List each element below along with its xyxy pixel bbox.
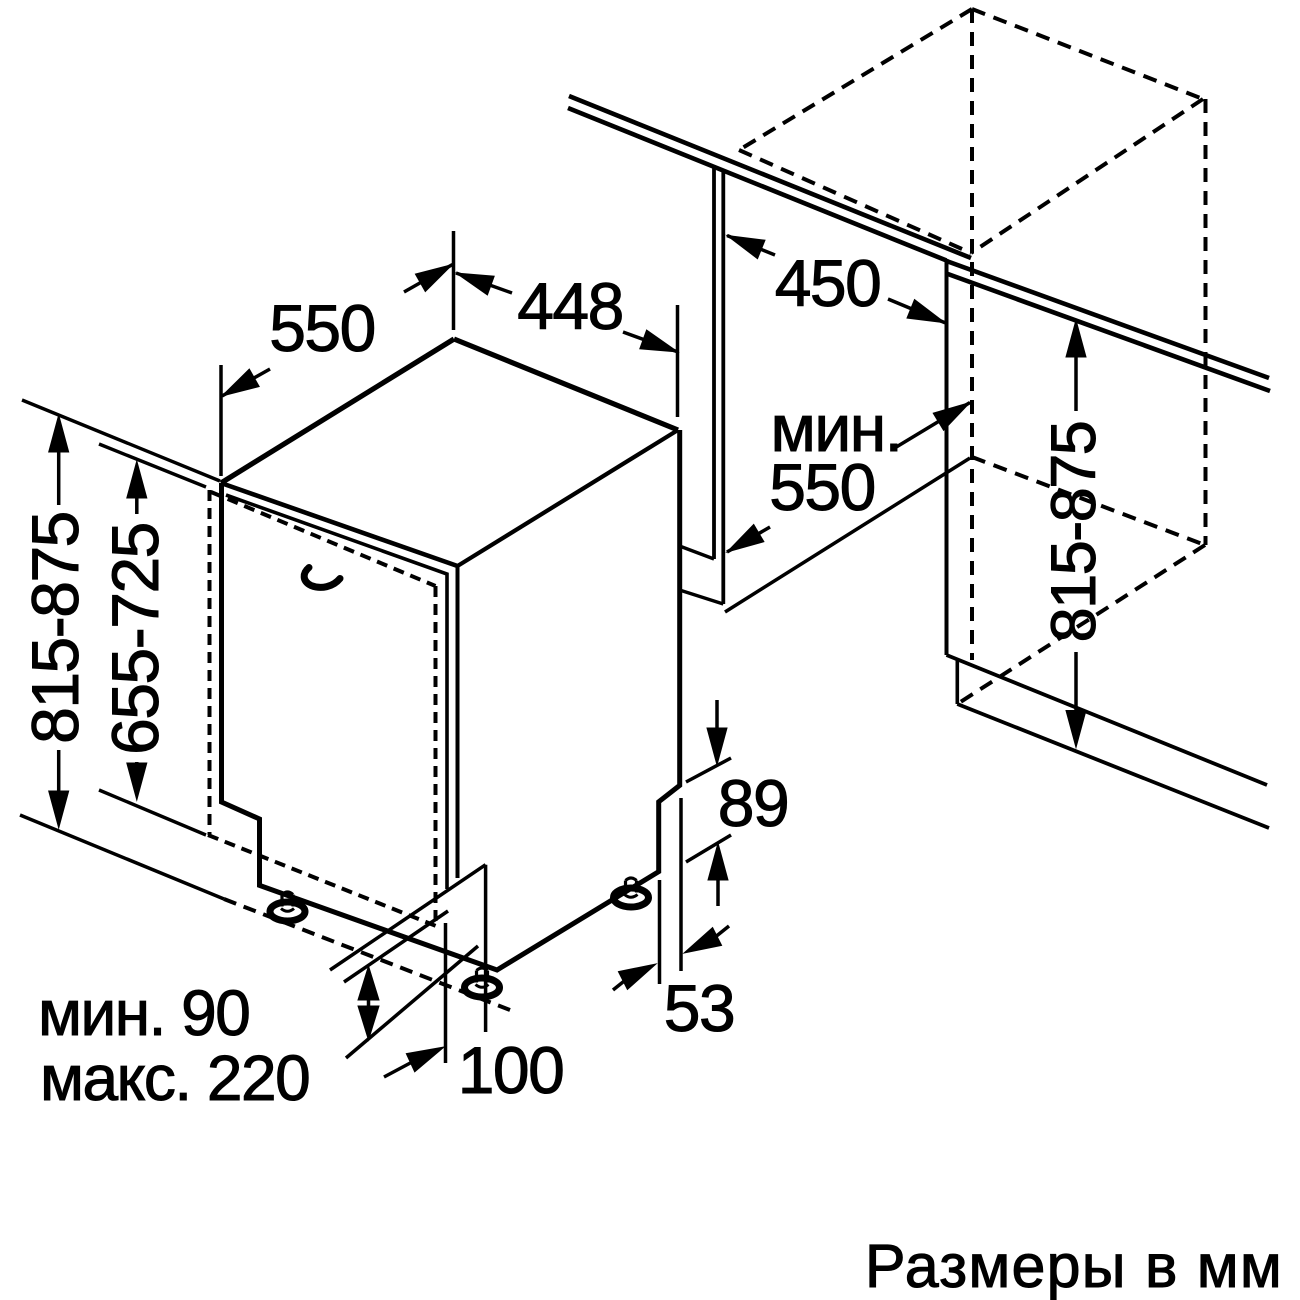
svg-text:макс. 220: макс. 220 xyxy=(40,1042,309,1114)
svg-text:815-875: 815-875 xyxy=(1039,422,1109,643)
svg-text:448: 448 xyxy=(517,269,623,343)
svg-text:815-875: 815-875 xyxy=(18,512,92,744)
svg-text:655-725: 655-725 xyxy=(98,523,172,755)
svg-text:Размеры в мм: Размеры в мм xyxy=(865,1232,1283,1300)
svg-text:53: 53 xyxy=(664,971,734,1045)
svg-text:450: 450 xyxy=(775,246,881,320)
svg-text:мин. 90: мин. 90 xyxy=(38,977,249,1049)
svg-text:550: 550 xyxy=(769,450,875,524)
svg-text:мин.: мин. xyxy=(770,391,901,465)
svg-text:550: 550 xyxy=(269,291,375,365)
svg-text:89: 89 xyxy=(718,766,788,840)
svg-text:100: 100 xyxy=(458,1033,564,1107)
